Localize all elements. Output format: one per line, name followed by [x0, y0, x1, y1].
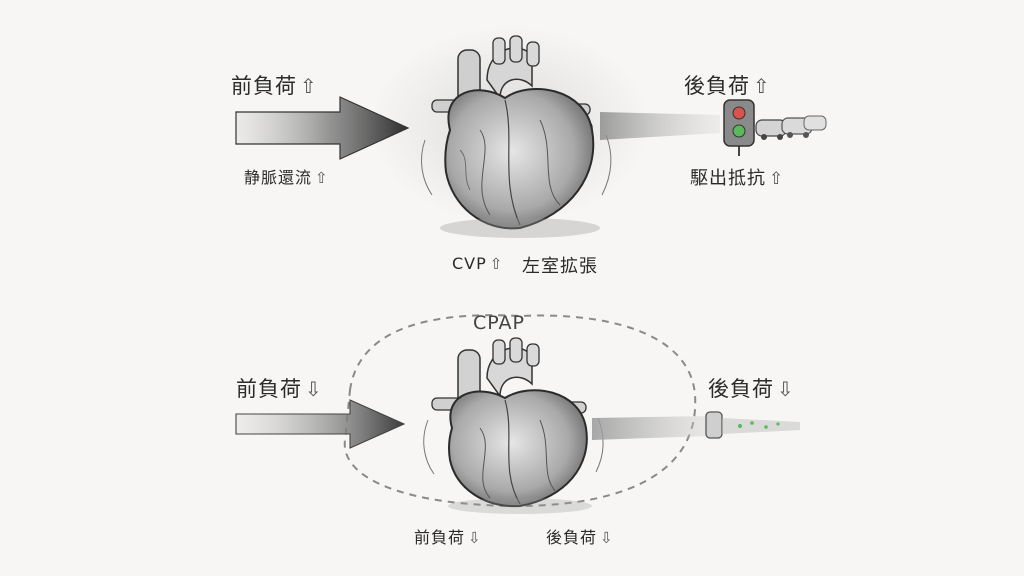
traffic-light-icon [723, 99, 755, 156]
bottom-preload-under-text: 前負荷 [414, 528, 466, 547]
up-arrow-icon: ⇧ [300, 74, 318, 98]
down-arrow-icon: ⇩ [600, 529, 614, 547]
car-queue-icon [755, 115, 827, 140]
top-afterload-text: 後負荷 [684, 74, 750, 98]
down-arrow-icon: ⇩ [777, 377, 795, 401]
up-arrow-icon: ⇧ [753, 74, 771, 98]
cpap-text: CPAP [473, 312, 525, 334]
bottom-afterload-outflow [592, 411, 800, 440]
cpap-envelope [343, 314, 697, 508]
top-afterload-outflow [600, 112, 720, 140]
top-preload-text: 前負荷 [231, 74, 297, 98]
top-venous-return-label: 静脈還流⇧ [244, 164, 329, 188]
top-afterload-label: 後負荷⇧ [684, 70, 771, 100]
top-heart-icon [421, 35, 612, 238]
bottom-afterload-under-text: 後負荷 [546, 528, 598, 547]
bottom-afterload-text: 後負荷 [708, 377, 774, 401]
top-cvp-text: CVP [452, 254, 487, 273]
top-ejection-resistance-text: 駆出抵抗 [690, 168, 766, 189]
bottom-preload-arrow [235, 399, 406, 449]
down-arrow-icon: ⇩ [305, 377, 323, 401]
top-venous-return-text: 静脈還流 [244, 168, 313, 187]
up-arrow-icon: ⇧ [769, 169, 785, 189]
bottom-preload-text: 前負荷 [236, 377, 302, 401]
up-arrow-icon: ⇧ [489, 255, 504, 273]
cpap-label: CPAP [473, 312, 525, 334]
top-ejection-resistance-label: 駆出抵抗⇧ [690, 164, 784, 190]
bottom-preload-under-label: 前負荷⇩ [414, 524, 482, 548]
up-arrow-icon: ⇧ [315, 169, 329, 187]
down-arrow-icon: ⇩ [468, 529, 482, 547]
top-preload-arrow [235, 96, 410, 160]
top-lv-dilation-text: 左室拡張 [522, 256, 598, 277]
bottom-afterload-under-label: 後負荷⇩ [546, 524, 614, 548]
bottom-heart-icon [423, 337, 604, 514]
bottom-afterload-label: 後負荷⇩ [708, 373, 795, 403]
top-lv-dilation-label: 左室拡張 [522, 252, 598, 278]
top-preload-label: 前負荷⇧ [231, 70, 318, 100]
bottom-preload-label: 前負荷⇩ [236, 373, 323, 403]
top-cvp-label: CVP⇧ [452, 254, 504, 273]
